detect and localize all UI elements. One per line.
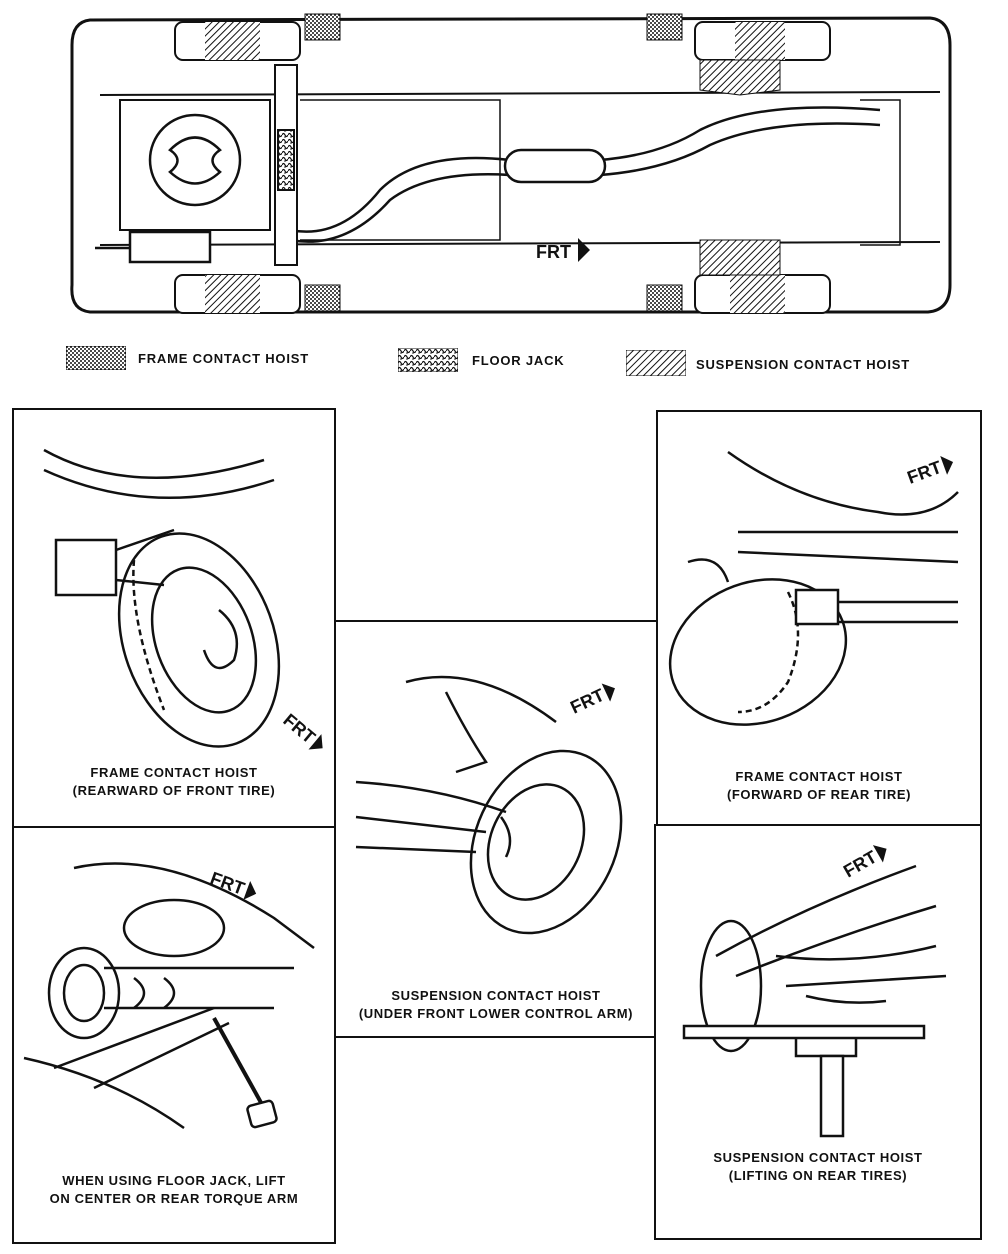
legend-suspension-contact: SUSPENSION CONTACT HOIST	[696, 357, 910, 372]
floor-jack-swatch	[398, 348, 458, 372]
front-right-tire	[694, 274, 831, 314]
frame-contact-pad	[646, 284, 683, 312]
frame-contact-pad	[304, 13, 341, 41]
frt-arrow: FRT	[905, 455, 954, 488]
svg-text:FRT: FRT	[905, 457, 945, 488]
frame-rear-illustration: FRT	[668, 450, 959, 726]
panel-frame-contact-front: FRT FRAME CONTACT HOIST (REARWARD OF FRO…	[12, 408, 336, 828]
frt-arrow: FRT	[279, 710, 323, 750]
panel-caption-line1: FRAME CONTACT HOIST	[90, 765, 258, 780]
svg-text:FRT: FRT	[567, 685, 607, 718]
frt-arrow: FRT	[208, 868, 257, 900]
svg-text:FRT: FRT	[840, 847, 880, 882]
panel-caption-line1: SUSPENSION CONTACT HOIST	[713, 1150, 923, 1165]
frame-contact-swatch	[66, 346, 126, 370]
suspension-contact-swatch	[626, 350, 686, 376]
panel-caption-line2: (LIFTING ON REAR TIRES)	[728, 1168, 908, 1183]
panel-caption-line1: WHEN USING FLOOR JACK, LIFT	[62, 1173, 286, 1188]
suspension-rear-illustration: FRT	[682, 845, 947, 1138]
panel-caption-line2: ON CENTER OR REAR TORQUE ARM	[49, 1191, 299, 1206]
panel-caption-line1: FRAME CONTACT HOIST	[735, 769, 903, 784]
frt-direction-arrow: FRT	[536, 238, 590, 262]
legend-frame-contact: FRAME CONTACT HOIST	[138, 351, 309, 366]
frame-front-illustration: FRT	[43, 448, 323, 750]
car-body-outline	[70, 16, 952, 314]
frame-contact-pad	[304, 284, 341, 312]
panel-caption-line2: (UNDER FRONT LOWER CONTROL ARM)	[358, 1006, 634, 1021]
panel-caption-line1: SUSPENSION CONTACT HOIST	[391, 988, 601, 1003]
suspension-contact-area	[699, 239, 781, 276]
rear-right-tire	[174, 274, 301, 314]
spare-tire-well	[148, 113, 242, 207]
suspension-front-illustration: FRT	[355, 675, 623, 935]
frt-arrow: FRT	[840, 845, 887, 882]
frame-contact-pad	[646, 13, 683, 41]
svg-text:FRT: FRT	[279, 710, 319, 748]
svg-text:FRT: FRT	[208, 868, 248, 899]
rear-left-tire	[174, 21, 301, 61]
floor-jack-illustration: FRT	[23, 862, 315, 1130]
frt-label: FRT	[536, 242, 571, 262]
underbody-diagram: FRT	[0, 0, 1008, 330]
legend: FRAME CONTACT HOIST FLOOR JACK SUSPENSIO…	[60, 340, 960, 380]
suspension-contact-area	[699, 59, 781, 96]
exhaust-system	[95, 106, 881, 264]
panel-suspension-contact-front: FRT SUSPENSION CONTACT HOIST (UNDER FRON…	[334, 620, 658, 1038]
rear-axle	[274, 64, 298, 266]
frt-arrow: FRT	[567, 683, 615, 718]
panel-floor-jack: FRT WHEN USING FLOOR JACK, LIFT ON CENTE…	[12, 826, 336, 1244]
panel-frame-contact-rear: FRT FRAME CONTACT HOIST (FORWARD OF REAR…	[656, 410, 982, 828]
panel-caption-line2: (REARWARD OF FRONT TIRE)	[72, 783, 276, 798]
legend-floor-jack: FLOOR JACK	[472, 353, 565, 368]
panel-caption-line2: (FORWARD OF REAR TIRE)	[726, 787, 912, 802]
panel-suspension-contact-rear: FRT SUSPENSION CONTACT HOIST (LIFTING ON…	[654, 824, 982, 1240]
front-left-tire	[694, 21, 831, 61]
